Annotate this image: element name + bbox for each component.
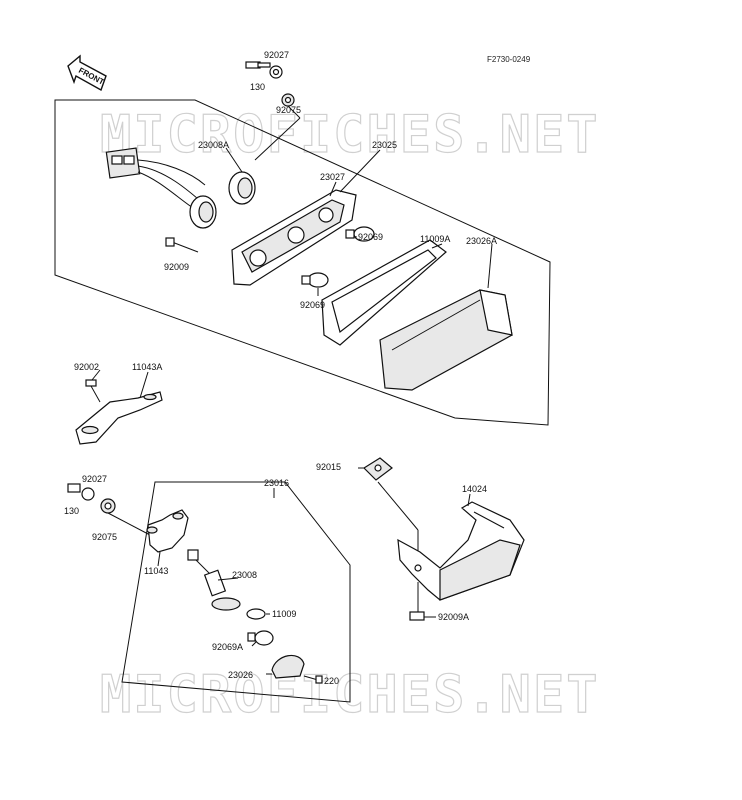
label-92002: 92002 xyxy=(74,362,99,372)
bolt-92002 xyxy=(85,379,101,403)
watermark-top: MICROFICHES.NET xyxy=(100,105,600,165)
collar-92075-bottom xyxy=(100,498,116,514)
label-11009: 11009 xyxy=(272,609,296,619)
label-23026: 23026 xyxy=(228,670,253,680)
collar-92075-top xyxy=(281,93,295,107)
assembly-outline-lower xyxy=(121,481,351,703)
label-23025: 23025 xyxy=(372,140,397,150)
assembly-outline-upper xyxy=(54,99,551,426)
screw-220 xyxy=(303,675,323,684)
label-92069-lower: 92069 xyxy=(300,300,325,310)
front-arrow-icon: FRONT xyxy=(67,54,107,92)
nut-92015 xyxy=(363,457,419,568)
bracket-11043 xyxy=(146,509,189,553)
watermark-bottom: MICROFICHES.NET xyxy=(100,665,600,725)
label-23016: 23016 xyxy=(264,478,289,488)
label-11043A: 11043A xyxy=(132,362,162,372)
label-92027-bottom: 92027 xyxy=(82,474,107,484)
screw-130-bottom xyxy=(67,483,81,493)
cover-14024 xyxy=(397,501,525,601)
gasket-11009A xyxy=(321,239,447,346)
label-92009A: 92009A xyxy=(438,612,469,622)
label-11043: 11043 xyxy=(144,566,168,576)
screw-92009A xyxy=(409,582,425,621)
label-23026A: 23026A xyxy=(466,236,497,246)
figure-code: F2730-0249 xyxy=(487,55,531,64)
lamp-housing-23027 xyxy=(231,189,357,286)
grommet-92027-top xyxy=(269,65,283,79)
socket-23008 xyxy=(187,549,241,611)
lens-23026 xyxy=(271,654,305,679)
label-11009A: 11009A xyxy=(420,234,450,244)
label-92075-bottom: 92075 xyxy=(92,532,117,542)
grommet-92027-bottom xyxy=(81,487,95,501)
bracket-11043A xyxy=(75,391,163,445)
leader-lines xyxy=(91,147,493,675)
label-92069-upper: 92069 xyxy=(358,232,383,242)
label-92069A: 92069A xyxy=(212,642,243,652)
wiring-harness-23008A xyxy=(105,147,256,229)
screw-92009 xyxy=(165,237,199,253)
label-23008A: 23008A xyxy=(198,140,229,150)
bulb-92069A xyxy=(247,630,274,646)
screw-130-top xyxy=(245,61,271,69)
label-92027-top: 92027 xyxy=(264,50,289,60)
label-14024: 14024 xyxy=(462,484,487,494)
label-92015: 92015 xyxy=(316,462,341,472)
label-220: 220 xyxy=(324,676,339,686)
bulb-92069-upper xyxy=(345,226,375,242)
label-23008: 23008 xyxy=(232,570,257,580)
label-23027: 23027 xyxy=(320,172,345,182)
label-92009: 92009 xyxy=(164,262,189,272)
gasket-11009 xyxy=(246,608,266,620)
label-92075-top: 92075 xyxy=(276,105,301,115)
lens-23026A xyxy=(379,289,513,391)
label-130-bottom: 130 xyxy=(64,506,79,516)
bulb-92069-lower xyxy=(301,272,329,288)
label-130-top: 130 xyxy=(250,82,265,92)
